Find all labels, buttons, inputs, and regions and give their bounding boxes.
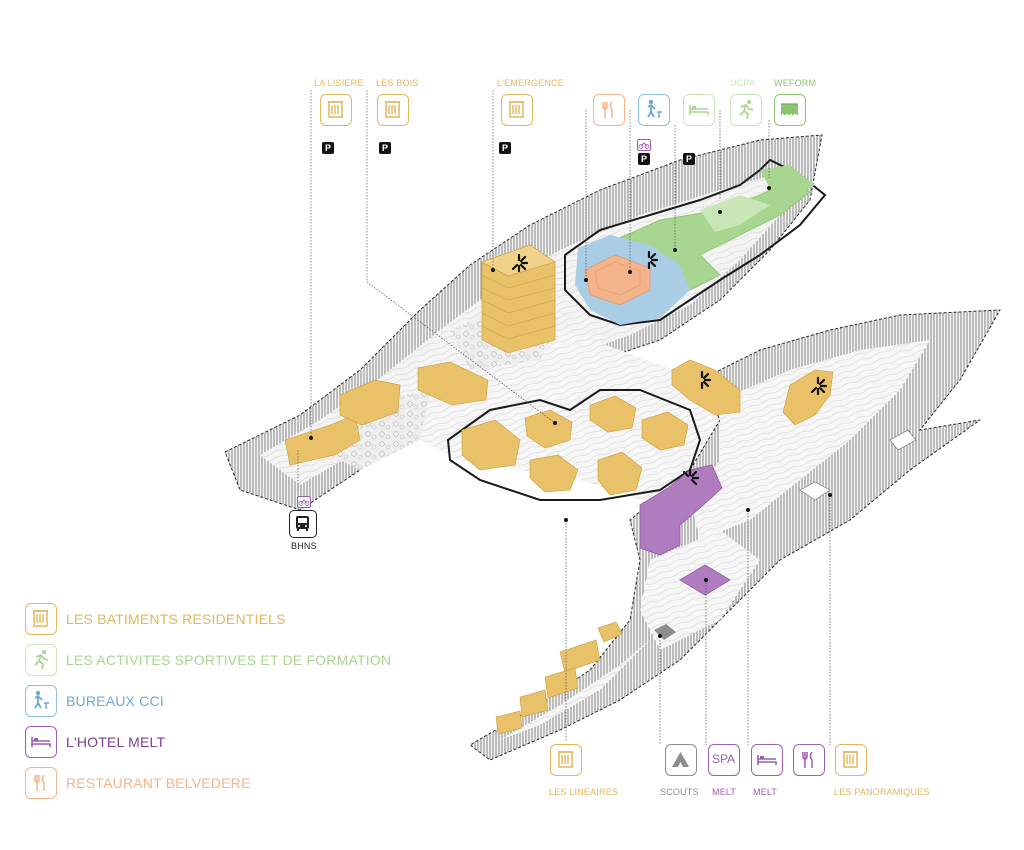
parking-icon: P <box>322 142 334 154</box>
label-la-lisiere: LA LISIERE <box>314 78 364 88</box>
spa-icon: SPA <box>708 744 740 776</box>
label-les-bois: LES BOIS <box>376 78 419 88</box>
cutlery-icon <box>793 744 825 776</box>
cutlery-icon <box>593 94 625 126</box>
parking-icon: P <box>683 153 695 165</box>
building-icon <box>550 744 582 776</box>
teacher-icon <box>638 94 670 126</box>
building-icon <box>835 744 867 776</box>
bus-icon <box>289 510 317 538</box>
parking-icon: P <box>499 142 511 154</box>
legend-label: LES ACTIVITES SPORTIVES ET DE FORMATION <box>66 652 392 668</box>
bed-icon <box>25 726 57 758</box>
landmark-bursts <box>511 250 828 486</box>
scouts-building <box>654 624 676 640</box>
label-scouts: SCOUTS <box>660 787 699 797</box>
label-weform: WEFORM <box>774 78 817 88</box>
tent-icon <box>665 744 697 776</box>
building-icon <box>320 94 352 126</box>
building-icon <box>25 603 57 635</box>
sport-zone-outline <box>564 158 827 327</box>
runner-icon <box>730 94 762 126</box>
building-icon <box>377 94 409 126</box>
label-emergence: L'EMERGENCE <box>497 78 564 88</box>
bike-icon <box>637 139 651 151</box>
building-icon <box>501 94 533 126</box>
parking-icon: P <box>379 142 391 154</box>
legend-label: L'HOTEL MELT <box>66 734 166 750</box>
bed-icon <box>751 744 783 776</box>
field-icon <box>774 94 806 126</box>
label-lineaires: LES LINEAIRES <box>549 787 619 797</box>
label-ucpa: UCPA <box>730 78 756 88</box>
legend-label: BUREAUX CCI <box>66 693 164 709</box>
outbuildings <box>799 429 917 501</box>
ucpa-weform-complex <box>575 165 815 325</box>
runner-icon <box>25 644 57 676</box>
leader-dots <box>309 186 832 638</box>
bike-icon <box>297 496 311 508</box>
legend-label: RESTAURANT BELVEDERE <box>66 775 251 791</box>
residential-cluster-outline <box>446 389 702 501</box>
spa-icon-text: SPA <box>711 752 736 766</box>
label-melt-spa: MELT <box>712 787 737 797</box>
legend-label: LES BATIMENTS RESIDENTIELS <box>66 611 286 627</box>
label-panoramiques: LES PANORAMIQUES <box>834 787 930 797</box>
leader-lines <box>297 90 831 745</box>
teacher-icon <box>25 685 57 717</box>
cutlery-icon <box>25 767 57 799</box>
parking-icon: P <box>638 153 650 165</box>
bed-icon <box>683 94 715 126</box>
label-melt-hotel: MELT <box>753 787 778 797</box>
residential-buildings <box>284 244 834 735</box>
label-bhns: BHNS <box>291 541 317 551</box>
